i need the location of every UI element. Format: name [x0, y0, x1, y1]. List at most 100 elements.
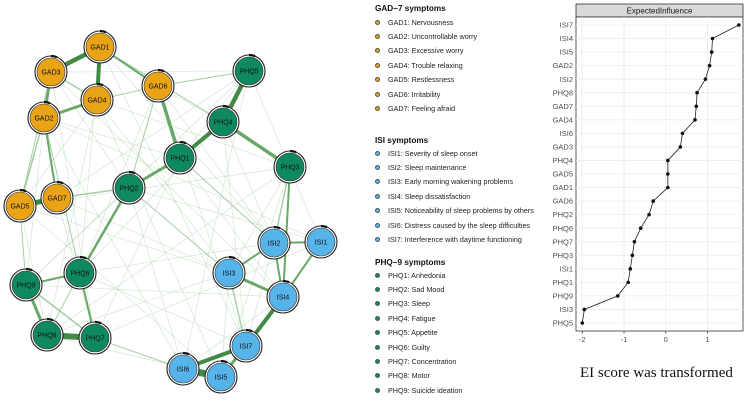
ei-point-isi3	[582, 307, 587, 312]
ei-point-isi4	[710, 36, 715, 41]
node-label: ISI1	[315, 239, 328, 246]
legend-dot-icon	[375, 286, 380, 292]
legend-item: PHQ3: Sleep	[375, 298, 430, 310]
legend-dot-icon	[375, 387, 380, 393]
legend-item: PHQ8: Motor	[375, 370, 430, 382]
network-nodes: GAD1GAD2GAD3GAD4GAD5GAD6GAD7ISI1ISI2ISI3…	[3, 29, 338, 394]
node-label: GAD6	[148, 83, 167, 90]
legend-item: ISI7: Interference with daytime function…	[375, 233, 522, 245]
legend-item-label: ISI1: Severity of sleep onset	[388, 148, 478, 158]
legend-dot-icon	[375, 358, 380, 364]
legend-dot-icon	[375, 373, 380, 379]
legend-dot-icon	[375, 315, 380, 321]
node-label: PHQ2	[119, 185, 138, 192]
edge-phq2-isi3	[128, 187, 230, 274]
node-label: PHQ8	[37, 332, 56, 339]
ei-point-gad7	[694, 104, 699, 109]
node-label: ISI2	[268, 240, 281, 247]
node-phq9: PHQ9	[9, 267, 43, 302]
edge-phq1-isi2	[179, 157, 275, 244]
weak-edge	[128, 187, 184, 370]
ei-point-phq3	[630, 253, 635, 258]
network-graph: GAD1GAD2GAD3GAD4GAD5GAD6GAD7ISI1ISI2ISI3…	[3, 29, 338, 394]
ei-point-gad6	[651, 199, 656, 203]
legend-item-label: GAD7: Feeling afraid	[388, 103, 456, 113]
weak-edge	[96, 99, 230, 274]
legend-dot-icon	[375, 150, 380, 156]
node-gad5: GAD5	[3, 188, 37, 223]
legend-item-label: ISI6: Distress caused by the sleep diffi…	[388, 220, 531, 230]
expected-influence-plot: ExpectedInfluence ISI7ISI4ISI5GAD2ISI2PH…	[553, 3, 744, 344]
ei-point-isi5	[709, 50, 714, 54]
weak-edge	[222, 121, 275, 244]
legend-item-label: PHQ5: Appetite	[388, 328, 438, 338]
y-tick-label: PHQ7	[553, 237, 573, 246]
ei-point-isi7	[737, 23, 741, 27]
legend-item: PHQ9: Suicide ideation	[375, 384, 462, 396]
ei-point-isi6	[680, 131, 685, 136]
legend-item: ISI4: Sleep dissatisfaction	[375, 190, 470, 202]
legend-item-label: PHQ4: Fatigue	[388, 313, 436, 323]
node-label: GAD4	[87, 97, 106, 104]
ei-point-gad2	[707, 63, 712, 68]
y-tick-label: ISI6	[560, 129, 573, 138]
x-tick-label: -1	[621, 335, 628, 344]
node-label: ISI4	[277, 294, 290, 301]
weak-edge	[94, 241, 322, 339]
legend-item-label: PHQ6: Guilty	[388, 342, 430, 352]
weak-edge	[43, 117, 184, 370]
node-gad7: GAD7	[40, 180, 74, 215]
node-isi3: ISI3	[212, 255, 246, 290]
phq-legend-title: PHQ−9 symptoms	[375, 258, 446, 267]
legend-dot-icon	[375, 164, 380, 170]
weak-edge	[99, 46, 247, 347]
weak-edge	[182, 296, 284, 370]
legend-item: PHQ5: Appetite	[375, 327, 438, 339]
node-label: PHQ9	[16, 282, 35, 289]
ei-point-isi2	[703, 77, 708, 81]
weak-edge	[94, 157, 181, 339]
legend-item-label: GAD4: Trouble relaxing	[388, 60, 463, 70]
ei-point-phq7	[632, 239, 637, 244]
ei-point-gad1	[666, 185, 670, 190]
y-tick-label: PHQ3	[553, 251, 573, 260]
weak-edge	[46, 166, 291, 336]
node-isi6: ISI6	[166, 351, 200, 386]
weak-edge	[25, 284, 284, 298]
legend-item: ISI6: Distress caused by the sleep diffi…	[375, 219, 530, 231]
node-label: GAD7	[47, 195, 66, 202]
legend-item: PHQ6: Guilty	[375, 341, 430, 353]
node-isi5: ISI5	[204, 359, 238, 394]
ei-point-phq1	[626, 280, 630, 285]
weak-edge	[19, 99, 98, 207]
node-phq4: PHQ4	[206, 104, 240, 139]
legend-item-label: GAD1: Nervousness	[388, 17, 454, 27]
legend-item-label: PHQ8: Motor	[388, 371, 430, 381]
node-label: PHQ5	[239, 68, 258, 75]
legend-item-label: ISI2: Sleep maintenance	[388, 162, 467, 172]
y-tick-label: PHQ5	[553, 319, 573, 328]
node-label: ISI5	[215, 374, 228, 381]
weak-edge	[50, 70, 250, 73]
node-phq3: PHQ3	[273, 149, 307, 184]
legend-dot-icon	[375, 179, 380, 185]
legend-item-label: PHQ7: Concentration	[388, 356, 457, 366]
legend-dot-icon	[375, 19, 380, 25]
legend-item: PHQ4: Fatigue	[375, 312, 436, 324]
weak-edge	[96, 99, 222, 378]
weak-edge	[157, 85, 275, 244]
legend-dot-icon	[375, 272, 380, 278]
y-tick-label: ISI3	[560, 305, 573, 314]
legend-item: PHQ1: Anhedonia	[375, 269, 446, 281]
node-label: PHQ1	[170, 155, 189, 162]
y-tick-label: GAD3	[553, 143, 573, 152]
node-gad6: GAD6	[141, 68, 175, 103]
legend-item-label: PHQ2: Sad Mood	[388, 284, 445, 294]
legend-dot-icon	[375, 208, 380, 214]
legend-dot-icon	[375, 344, 380, 350]
figure-caption: EI score was transformed	[580, 365, 733, 381]
ei-points	[580, 23, 741, 325]
ei-point-phq6	[638, 226, 643, 230]
y-tick-label: GAD1	[553, 183, 573, 192]
legend-dot-icon	[375, 236, 380, 242]
